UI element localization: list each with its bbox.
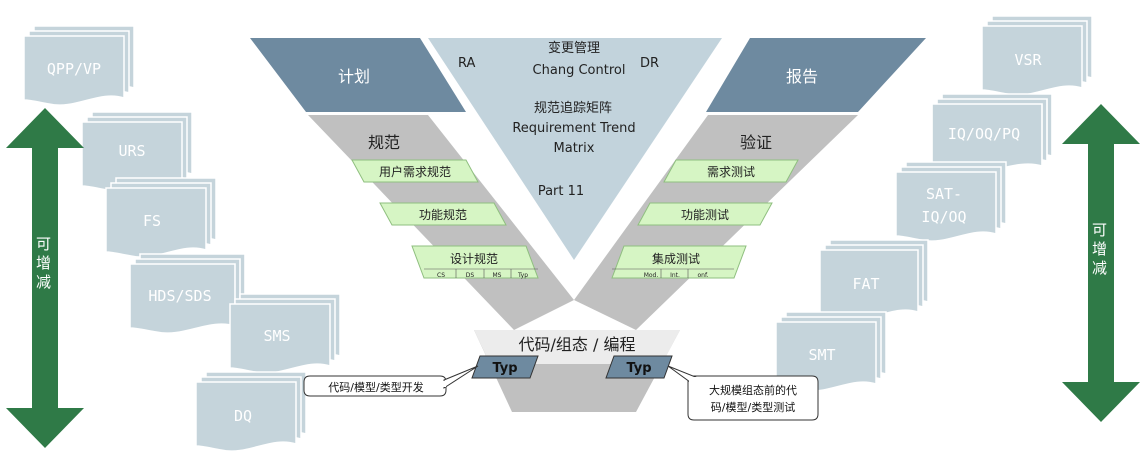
code-title: 代码/组态 / 编程 [519, 335, 636, 354]
doc-label: URS [118, 142, 145, 160]
doc-label: FS [143, 212, 161, 230]
doc-label: SMT [808, 346, 835, 364]
left-double-arrow [6, 108, 84, 448]
part11-label: Part 11 [538, 184, 584, 199]
left-doc-hds: HDS/SDS [129, 253, 246, 334]
it-sub-onf: onf. [697, 272, 708, 279]
ds-sub-typ: Typ [517, 272, 528, 279]
left-callout-text: 代码/模型/类型开发 [328, 380, 423, 394]
plan-label: 计划 [338, 67, 370, 86]
report-box [706, 38, 926, 112]
requirement-trend: Requirement Trend [512, 121, 635, 136]
change-mgmt-cn: 变更管理 [548, 40, 600, 56]
verify-ft-label: 功能测试 [681, 207, 729, 222]
typ-box-left: Typ [471, 355, 539, 379]
spec-ds-box: 设计规范 CS DS MS Typ [411, 245, 539, 279]
left-doc-fs: FS [105, 177, 217, 258]
spec-fs-label: 功能规范 [419, 207, 467, 222]
trace-matrix-cn: 规范追踪矩阵 [534, 100, 612, 116]
spec-ds-label: 设计规范 [450, 251, 498, 266]
change-control: Chang Control [533, 63, 626, 78]
doc-label: DQ [234, 407, 252, 425]
right-double-arrow [1062, 104, 1140, 422]
it-sub-int: Int. [670, 272, 680, 279]
spec-urs-box: 用户需求规范 [351, 159, 479, 183]
verify-it-box: 集成测试 Mod. Int. onf. [611, 245, 747, 279]
typ-label-left: Typ [492, 361, 517, 376]
right-arrow-label: 可增减 [1090, 222, 1108, 279]
verify-it-label: 集成测试 [652, 251, 700, 266]
ds-sub-ds: DS [466, 272, 475, 279]
plan-box [250, 38, 466, 112]
verify-ft-box: 功能测试 [637, 202, 773, 226]
doc-label: SAT- [926, 185, 962, 203]
it-sub-mod: Mod. [644, 272, 659, 279]
dr-label: DR [640, 56, 659, 71]
verify-rt-label: 需求测试 [707, 164, 755, 179]
right-doc-fat: FAT [819, 239, 929, 320]
right-doc-sat: SAT- IQ/OQ [895, 161, 1007, 242]
report-label: 报告 [786, 67, 818, 86]
left-doc-sms: SMS [229, 293, 341, 374]
left-callout: 代码/模型/类型开发 [303, 365, 479, 397]
left-doc-urs: URS [81, 111, 193, 192]
left-doc-qpp: QPP/VP [23, 25, 135, 106]
verify-rt-box: 需求测试 [663, 159, 799, 183]
right-callout: 大规模组态前的代 码/模型/类型测试 [667, 365, 819, 421]
doc-label: QPP/VP [47, 60, 101, 78]
spec-fs-box: 功能规范 [379, 202, 507, 226]
verify-title: 验证 [740, 133, 772, 152]
ra-label: RA [458, 56, 476, 71]
spec-urs-label: 用户需求规范 [379, 164, 451, 179]
doc-label: IQ/OQ [921, 208, 966, 226]
doc-label: SMS [263, 327, 290, 345]
spec-title: 规范 [368, 133, 400, 152]
right-doc-smt: SMT [775, 311, 887, 392]
typ-box-right: Typ [605, 355, 673, 379]
doc-label: HDS/SDS [148, 287, 211, 305]
left-arrow-label: 可增减 [34, 236, 52, 293]
right-callout-line2: 码/模型/类型测试 [711, 400, 795, 414]
right-callout-line1: 大规模组态前的代 [709, 383, 797, 397]
doc-label: VSR [1014, 51, 1042, 69]
left-doc-dq: DQ [195, 371, 307, 452]
doc-label: IQ/OQ/PQ [948, 125, 1020, 143]
center-triangle [428, 38, 722, 260]
ds-sub-ms: MS [493, 272, 502, 279]
right-doc-iqoqpq: IQ/OQ/PQ [931, 93, 1053, 174]
ds-sub-cs: CS [437, 272, 445, 279]
matrix-label: Matrix [554, 141, 595, 156]
typ-label-right: Typ [626, 361, 651, 376]
doc-label: FAT [852, 275, 879, 293]
right-doc-vsr: VSR [981, 15, 1093, 96]
